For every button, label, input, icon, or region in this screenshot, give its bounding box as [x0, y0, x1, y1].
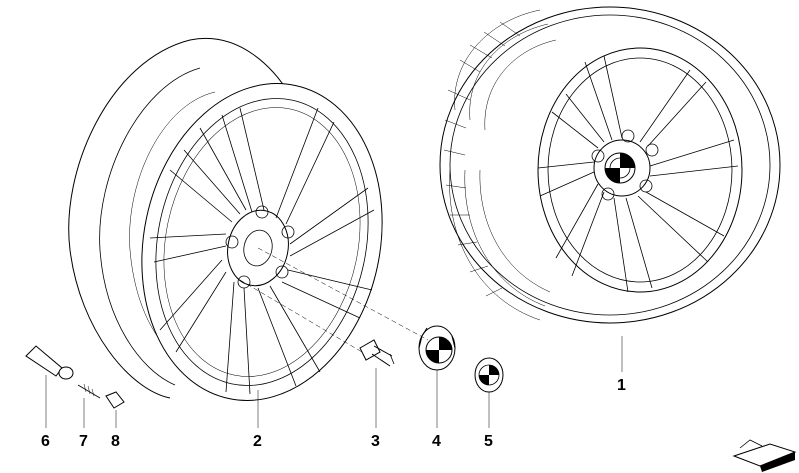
label-part-6: 6	[41, 433, 50, 450]
valve-core[interactable]	[77, 383, 101, 399]
leader-lines	[45, 247, 623, 428]
center-cap[interactable]	[418, 325, 456, 371]
label-part-8: 8	[111, 433, 120, 450]
wheel-with-tire[interactable]	[439, 6, 781, 324]
orientation-arrow-icon	[732, 439, 797, 472]
label-part-1: 1	[617, 377, 626, 394]
label-part-2: 2	[253, 433, 262, 450]
label-part-5: 5	[484, 433, 493, 450]
emblem[interactable]	[474, 357, 504, 393]
wheel-bolt[interactable]	[359, 339, 395, 367]
tire-valve[interactable]	[25, 345, 74, 380]
alloy-wheel-rim[interactable]	[68, 38, 411, 423]
label-part-3: 3	[371, 433, 380, 450]
label-part-7: 7	[79, 433, 88, 450]
valve-cap[interactable]	[105, 391, 125, 409]
label-part-4: 4	[432, 433, 441, 450]
